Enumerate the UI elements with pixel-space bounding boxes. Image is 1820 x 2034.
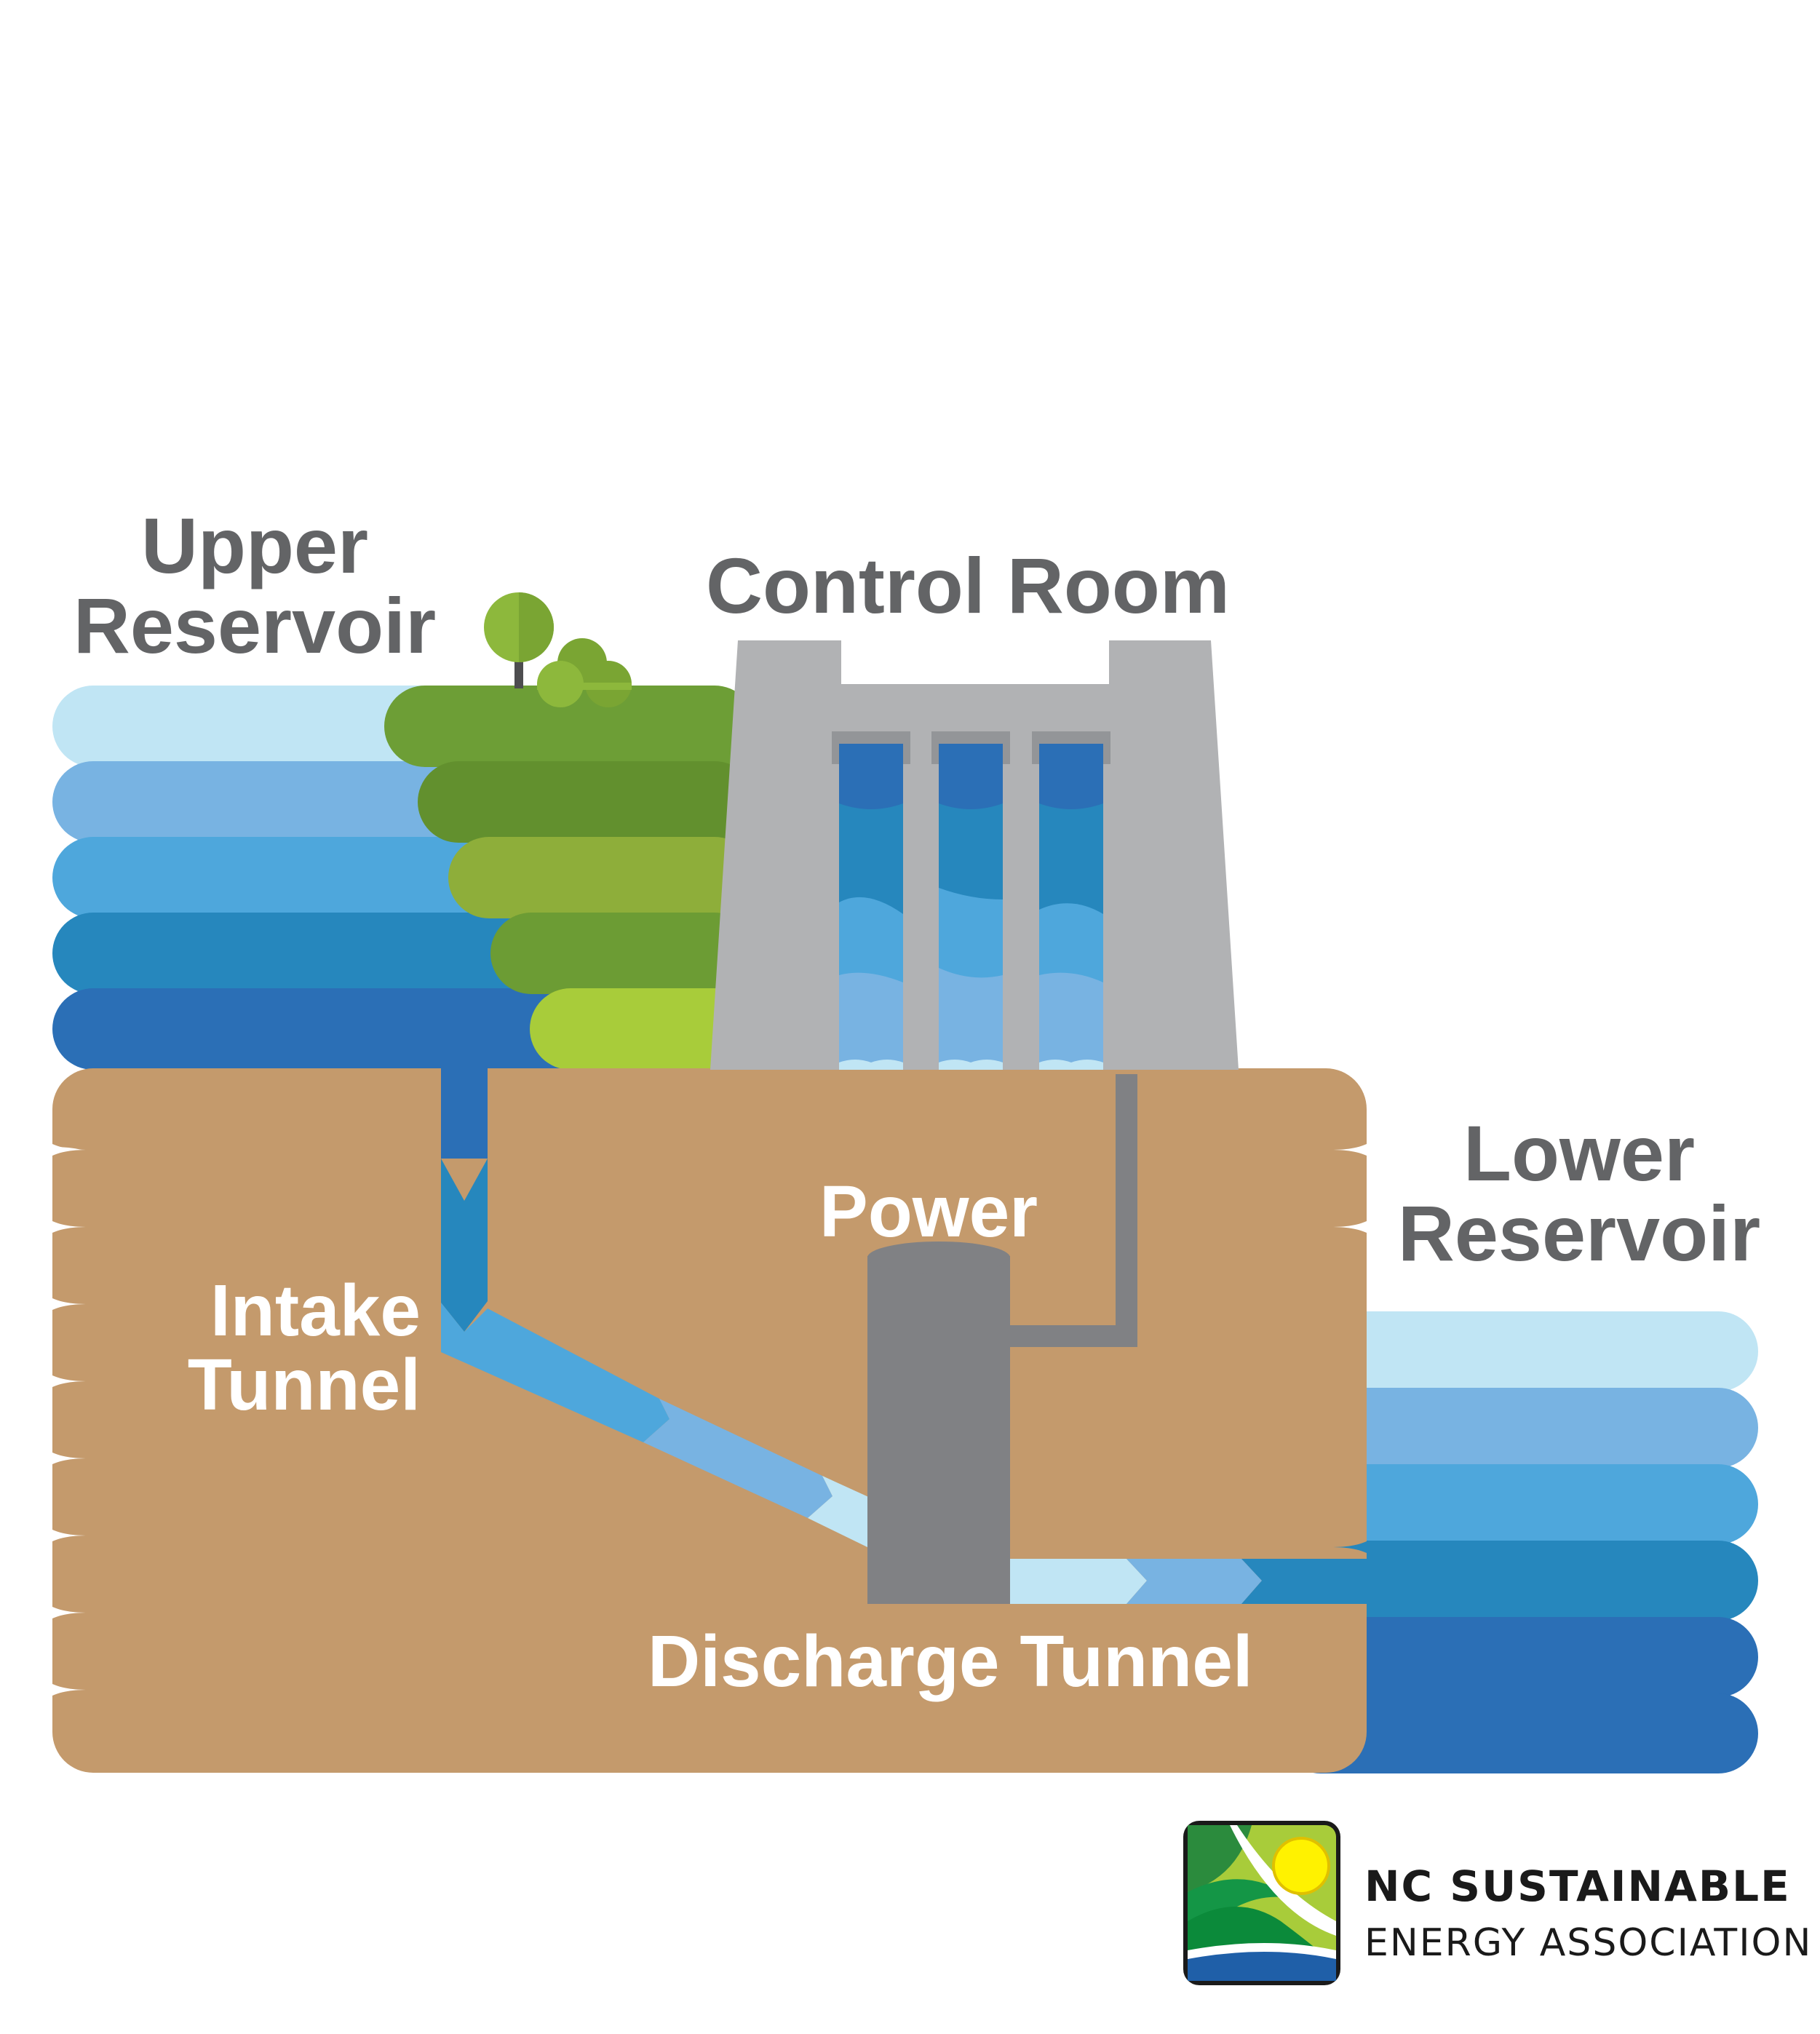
intake-shaft-top [441,1068,488,1159]
discharge-tunnel [1010,1559,1367,1604]
intake-slope-3 [808,1476,873,1547]
power-cable [1009,1068,1137,1347]
grass-layer-3 [448,837,755,918]
upper-water-layer-5 [52,988,627,1070]
lower-reservoir-water [1281,1311,1758,1773]
lower-water-layer-4 [1281,1541,1758,1621]
logo-name-line2: ENERGY ASSOCIATION [1364,1921,1813,1965]
grass-layer-2 [418,761,755,843]
lower-water-layer-2 [1281,1388,1758,1468]
lower-water-layer-5 [1281,1617,1758,1697]
intake-tunnel [441,1068,873,1547]
control-room-label: Control Room [706,541,1230,629]
intake-slope-2 [643,1399,832,1518]
grass-layer-1 [384,686,755,767]
lower-reservoir-label: Lower Reservoir [1397,1109,1761,1278]
control-room-building [710,640,1239,1074]
intake-tunnel-label: Intake Tunnel [187,1270,421,1426]
power-label: Power [819,1171,1038,1252]
grass-layer-5 [530,988,755,1070]
spillway-window-3 [1039,744,1103,1070]
trees [484,592,632,707]
discharge-segment-1 [1010,1559,1147,1604]
discharge-segment-2 [1126,1559,1262,1604]
lower-water-layer-3 [1281,1464,1758,1544]
spillway-window-1 [839,744,903,1070]
ground-layer-notches [52,1144,1367,1696]
lower-water-layer-1 [1281,1311,1758,1391]
intake-shaft-mid [441,1159,488,1332]
grass-hill [384,686,755,1070]
turbine-body [867,1256,1010,1604]
upper-reservoir-label: Upper Reservoir [73,501,437,670]
discharge-segment-3 [1241,1559,1367,1604]
lower-water-layer-6 [1281,1693,1758,1773]
discharge-tunnel-label: Discharge Tunnel [648,1621,1253,1702]
intake-slope-1 [441,1303,669,1442]
grass-layer-4 [490,913,755,994]
powerhouse-turbine [867,1242,1010,1604]
upper-water-layer-3 [52,837,576,918]
logo-name-line1: NC SUSTAINABLE [1364,1862,1791,1911]
upper-water-layer-4 [52,913,605,994]
ncsea-logo-mark [1183,1821,1340,1985]
spillway-window-2 [939,744,1003,1070]
